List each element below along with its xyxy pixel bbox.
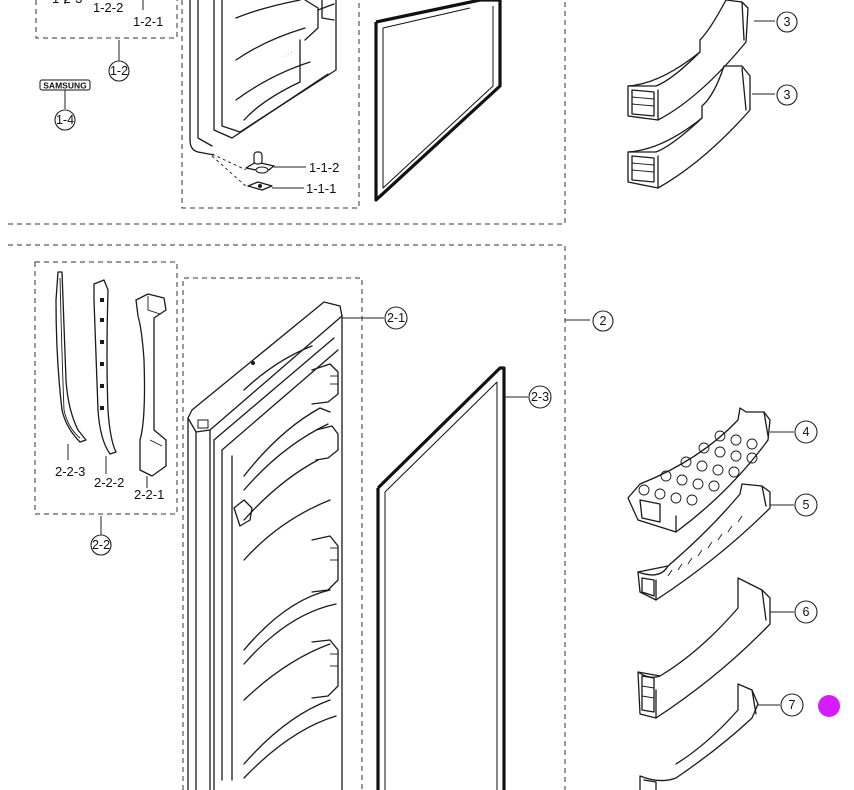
callout-5: 5 — [794, 493, 818, 517]
door-bin-7 — [639, 683, 780, 790]
callout-7: 7 — [780, 693, 804, 717]
trim-part-2-2-3 — [55, 271, 87, 460]
callout-2-2: 2-2 — [90, 534, 112, 556]
part-1-2-group — [64, 0, 144, 61]
bubble-label-2-3: 2-3 — [531, 390, 549, 404]
door-handle-2-2-1 — [135, 293, 167, 488]
lower-door-2-1 — [187, 301, 384, 790]
callout-2-1: 2-1 — [384, 306, 408, 330]
bubble-label-4: 4 — [803, 425, 810, 439]
bubble-label-1-2: 1-2 — [110, 64, 128, 78]
bubble-label-2: 2 — [600, 314, 607, 328]
bubble-label-5: 5 — [803, 498, 810, 512]
label-1-2-3: 1-2-3 — [52, 0, 82, 6]
label-1-2-1: 1-2-1 — [133, 14, 163, 29]
logo-text: SAMSUNG — [43, 81, 87, 91]
callouts: 1-2-3 1-2-2 1-2-1 1-2 1-4 1-1-2 1-1-1 3 … — [52, 0, 818, 717]
label-1-1-1: 1-1-1 — [306, 181, 336, 196]
label-2-2-3: 2-2-3 — [55, 464, 85, 479]
door-embossing: · · · — [283, 50, 294, 60]
bubble-label-7: 7 — [789, 698, 796, 712]
assembly-boxes — [8, 0, 566, 790]
door-bin-5 — [637, 483, 794, 601]
label-2-2-1: 2-2-1 — [134, 487, 164, 502]
upper-door-gasket — [374, 0, 502, 202]
egg-tray-4 — [627, 407, 794, 533]
door-bin-3-lower — [627, 65, 775, 189]
door-bin-6 — [637, 577, 794, 719]
lower-door-gasket-2-3 — [376, 366, 528, 790]
bubble-label-3b: 3 — [784, 88, 791, 102]
samsung-logo-badge: SAMSUNG — [39, 79, 91, 109]
bubble-label-6: 6 — [803, 605, 810, 619]
callout-3-upper: 3 — [776, 11, 798, 33]
bubble-label-3a: 3 — [784, 15, 791, 29]
callout-1-4: 1-4 — [54, 109, 76, 131]
upper-door-outline: · · · — [189, 0, 337, 156]
callout-1-2: 1-2 — [108, 60, 130, 82]
callout-3-lower: 3 — [776, 84, 798, 106]
callout-4: 4 — [794, 420, 818, 444]
callout-6: 6 — [794, 600, 818, 624]
trim-part-2-2-2 — [93, 279, 117, 474]
label-2-2-2: 2-2-2 — [94, 475, 124, 490]
bubble-label-2-2: 2-2 — [92, 538, 110, 552]
door-bin-3-upper — [627, 0, 775, 121]
callout-2-3: 2-3 — [528, 385, 552, 409]
hinge-parts-1-1 — [211, 151, 306, 191]
label-1-1-2: 1-1-2 — [309, 160, 339, 175]
bubble-label-1-4: 1-4 — [56, 113, 74, 127]
callout-2: 2 — [592, 310, 614, 332]
label-1-2-2: 1-2-2 — [93, 0, 123, 15]
highlight-marker[interactable] — [818, 695, 840, 717]
bubble-label-2-1: 2-1 — [387, 311, 405, 325]
